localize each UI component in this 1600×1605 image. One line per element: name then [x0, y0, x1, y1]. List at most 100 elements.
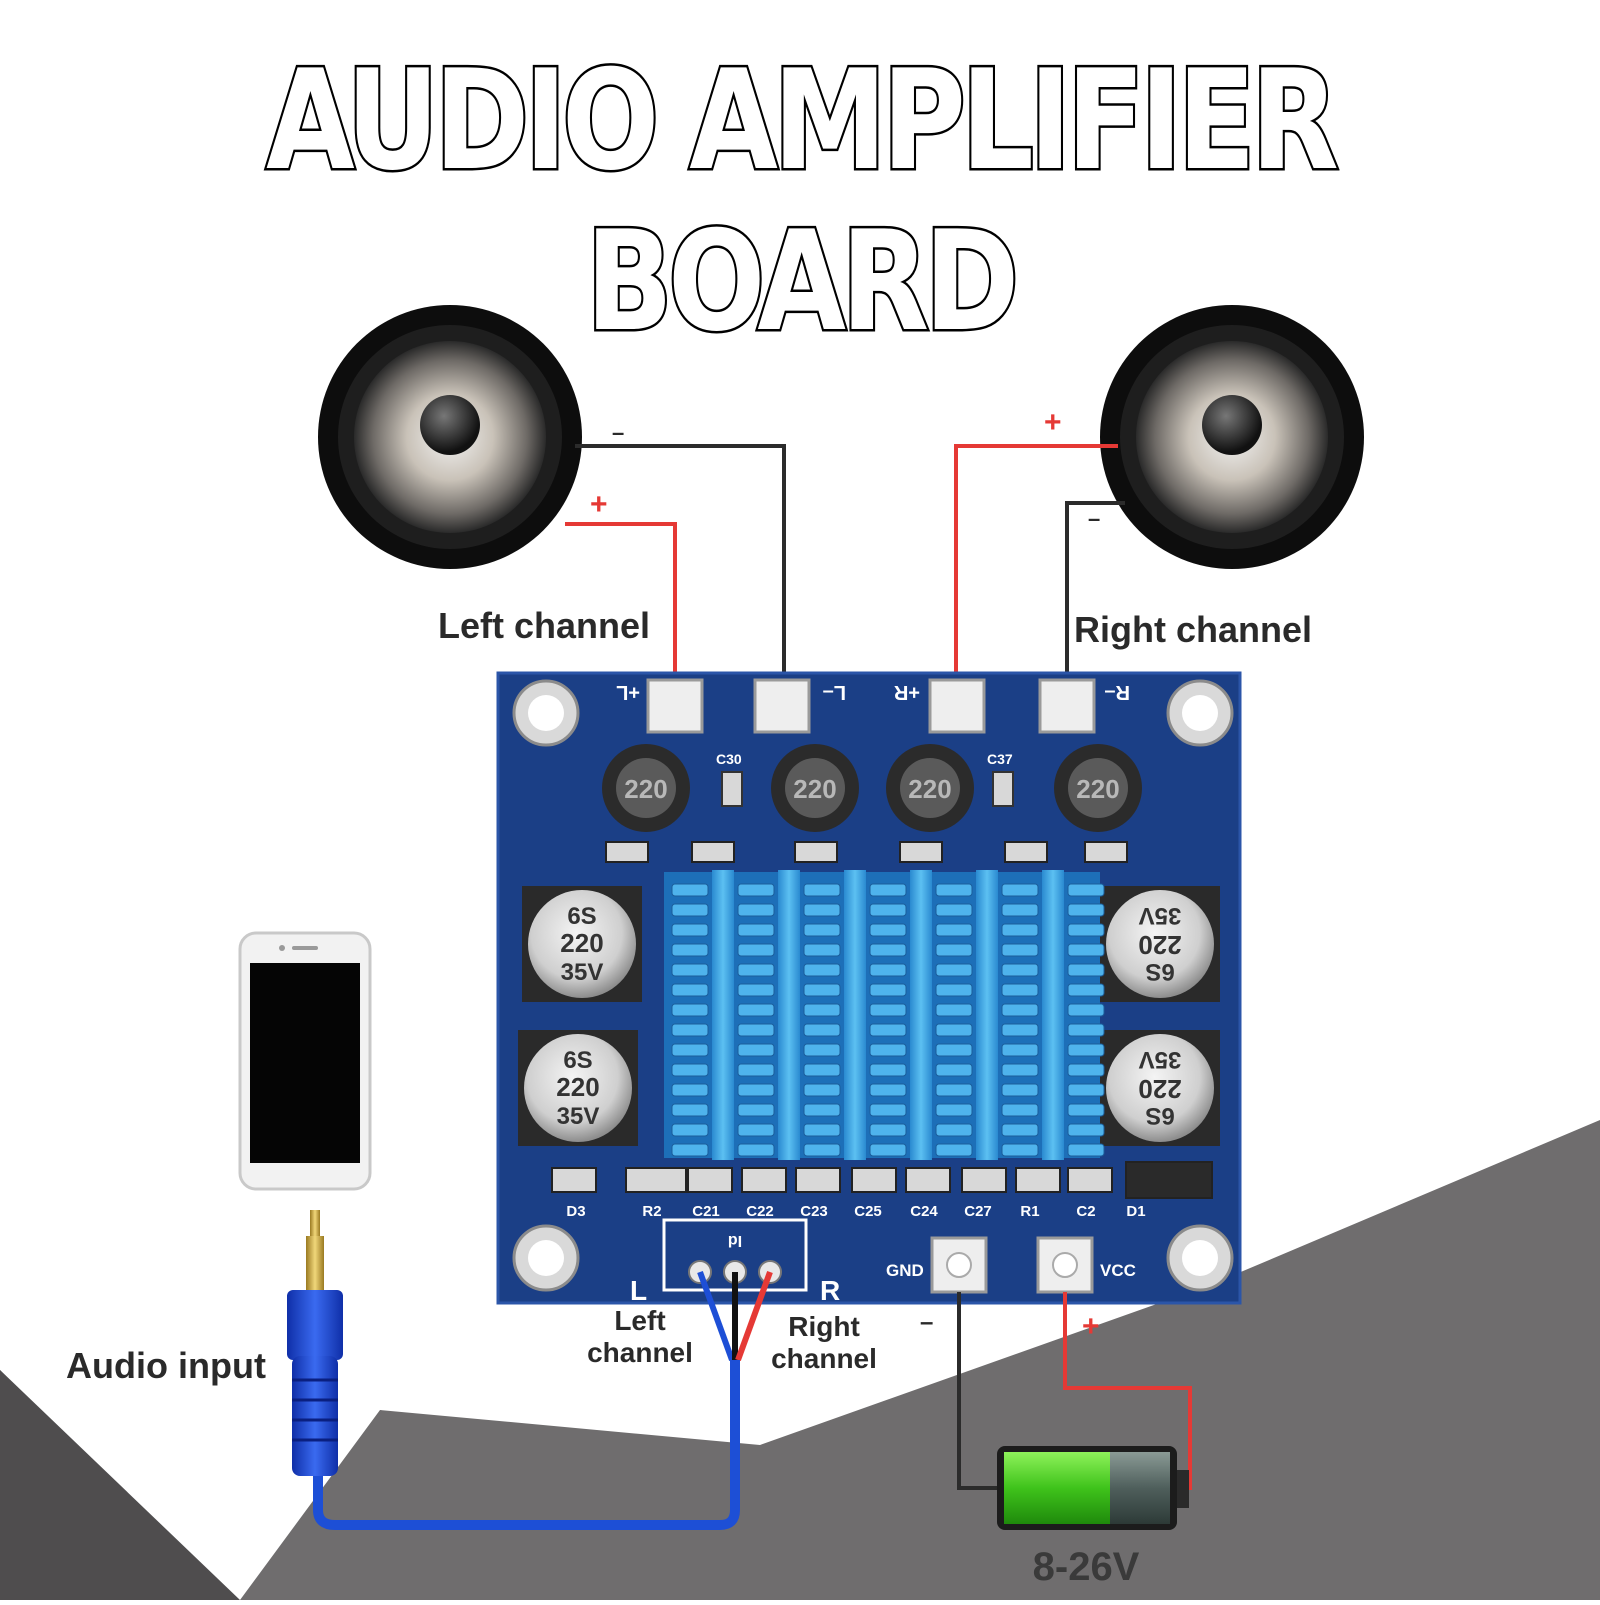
- heatsink-pin: [803, 1043, 841, 1057]
- heatsink-pin: [671, 903, 709, 917]
- heatsink-pin: [803, 903, 841, 917]
- heatsink-pin: [869, 1003, 907, 1017]
- mounting-hole: [512, 1224, 580, 1292]
- heatsink-pin: [869, 903, 907, 917]
- input-left-label-line2: channel: [587, 1337, 693, 1368]
- power-minus-sign: –: [920, 1309, 933, 1336]
- heatsink-pin: [737, 1123, 775, 1137]
- heatsink-pin: [803, 983, 841, 997]
- heatsink-pin: [737, 983, 775, 997]
- terminal-label-r-minus: R–: [1104, 681, 1130, 703]
- heatsink-pin: [1067, 1083, 1105, 1097]
- svg-text:35V: 35V: [561, 959, 604, 986]
- voltage-label: 8-26V: [1033, 1545, 1140, 1589]
- c37-label: C37: [987, 751, 1013, 767]
- heatsink-pin: [737, 963, 775, 977]
- heatsink-pin: [935, 1063, 973, 1077]
- terminal-l-minus: [753, 678, 811, 734]
- heatsink-pin: [869, 983, 907, 997]
- heatsink-pin: [803, 883, 841, 897]
- right-speaker-minus-sign: –: [1088, 506, 1100, 531]
- heatsink-pin: [1067, 1063, 1105, 1077]
- heatsink-pin: [869, 943, 907, 957]
- component-ref-label: D1: [1126, 1203, 1145, 1220]
- left-speaker-icon: [318, 305, 582, 569]
- audio-jack-icon: [287, 1210, 343, 1476]
- input-connector-code: Id: [728, 1232, 742, 1249]
- heatsink-pin: [803, 963, 841, 977]
- heatsink-pin: [935, 1143, 973, 1157]
- heatsink-pin: [671, 1063, 709, 1077]
- heatsink-pin: [935, 883, 973, 897]
- svg-text:220: 220: [560, 928, 603, 958]
- heatsink-pin: [671, 1103, 709, 1117]
- input-left-label-line1: Left: [614, 1305, 665, 1336]
- heatsink-pin: [737, 943, 775, 957]
- heatsink-pin: [869, 923, 907, 937]
- heatsink-pin: [1067, 1003, 1105, 1017]
- heatsink-pin: [869, 1043, 907, 1057]
- right-speaker-plus-sign: +: [1044, 406, 1062, 439]
- heatsink-pin: [935, 1003, 973, 1017]
- heatsink-pin: [1001, 1023, 1039, 1037]
- svg-text:35V: 35V: [557, 1103, 600, 1130]
- heatsink-pin: [737, 1143, 775, 1157]
- heatsink-pin: [737, 1043, 775, 1057]
- heatsink-pin: [869, 963, 907, 977]
- svg-text:220: 220: [624, 774, 667, 804]
- heatsink-pin: [935, 903, 973, 917]
- svg-text:220: 220: [1138, 930, 1181, 960]
- left-speaker-plus-wire: [565, 522, 677, 690]
- heatsink-pin: [737, 1023, 775, 1037]
- heatsink-pin: [1067, 1023, 1105, 1037]
- input-wire-right: [735, 1270, 773, 1362]
- input-label-R: R: [820, 1275, 840, 1306]
- gnd-label: GND: [886, 1261, 924, 1280]
- amplifier-board: +L L– +R R– 220 220 220 220 C30 C37 6S 2…: [496, 671, 1242, 1306]
- svg-text:6S: 6S: [567, 903, 596, 930]
- right-speaker-plus-wire: [954, 444, 1118, 690]
- heatsink-pin: [1067, 1103, 1105, 1117]
- heatsink-pin: [737, 883, 775, 897]
- heatsink-pin: [1001, 983, 1039, 997]
- component-ref-label: R2: [642, 1203, 661, 1220]
- heatsink-pin: [935, 983, 973, 997]
- heatsink-pin: [671, 983, 709, 997]
- input-wire-left: [697, 1270, 735, 1362]
- heatsink-pin: [1001, 903, 1039, 917]
- heatsink-pin: [803, 1083, 841, 1097]
- terminal-l-plus: [646, 678, 704, 734]
- heatsink-pin: [803, 943, 841, 957]
- smd-row-top: [605, 841, 1128, 863]
- battery-icon: [997, 1446, 1189, 1530]
- svg-text:6S: 6S: [1145, 958, 1174, 985]
- svg-text:220: 220: [1138, 1074, 1181, 1104]
- audio-cable: [313, 1360, 740, 1530]
- component-ref-label: C23: [800, 1203, 828, 1220]
- heatsink-pin: [737, 903, 775, 917]
- heatsink-pin: [737, 1083, 775, 1097]
- component-ref-label: C2: [1076, 1203, 1095, 1220]
- heatsink-pin: [869, 1143, 907, 1157]
- svg-text:6S: 6S: [563, 1047, 592, 1074]
- heatsink-pin: [1001, 963, 1039, 977]
- input-right-label-line2: channel: [771, 1343, 877, 1374]
- heatsink-pin: [671, 1083, 709, 1097]
- inductor: 220: [602, 744, 690, 832]
- smd-cap-c37: [992, 771, 1014, 807]
- phone-icon: [238, 931, 372, 1191]
- heatsink-pin: [671, 883, 709, 897]
- heatsink-pin: [1001, 883, 1039, 897]
- heatsink-pin: [1067, 923, 1105, 937]
- c30-label: C30: [716, 751, 742, 767]
- heatsink-pin: [935, 1023, 973, 1037]
- svg-text:35V: 35V: [1139, 902, 1182, 929]
- svg-text:220: 220: [793, 774, 836, 804]
- heatsink-pin: [935, 1043, 973, 1057]
- mounting-hole: [1166, 1224, 1234, 1292]
- capacitor-left-bottom: 6S 220 35V: [518, 1030, 638, 1146]
- heatsink-pin: [737, 923, 775, 937]
- component-ref-label: R1: [1020, 1203, 1039, 1220]
